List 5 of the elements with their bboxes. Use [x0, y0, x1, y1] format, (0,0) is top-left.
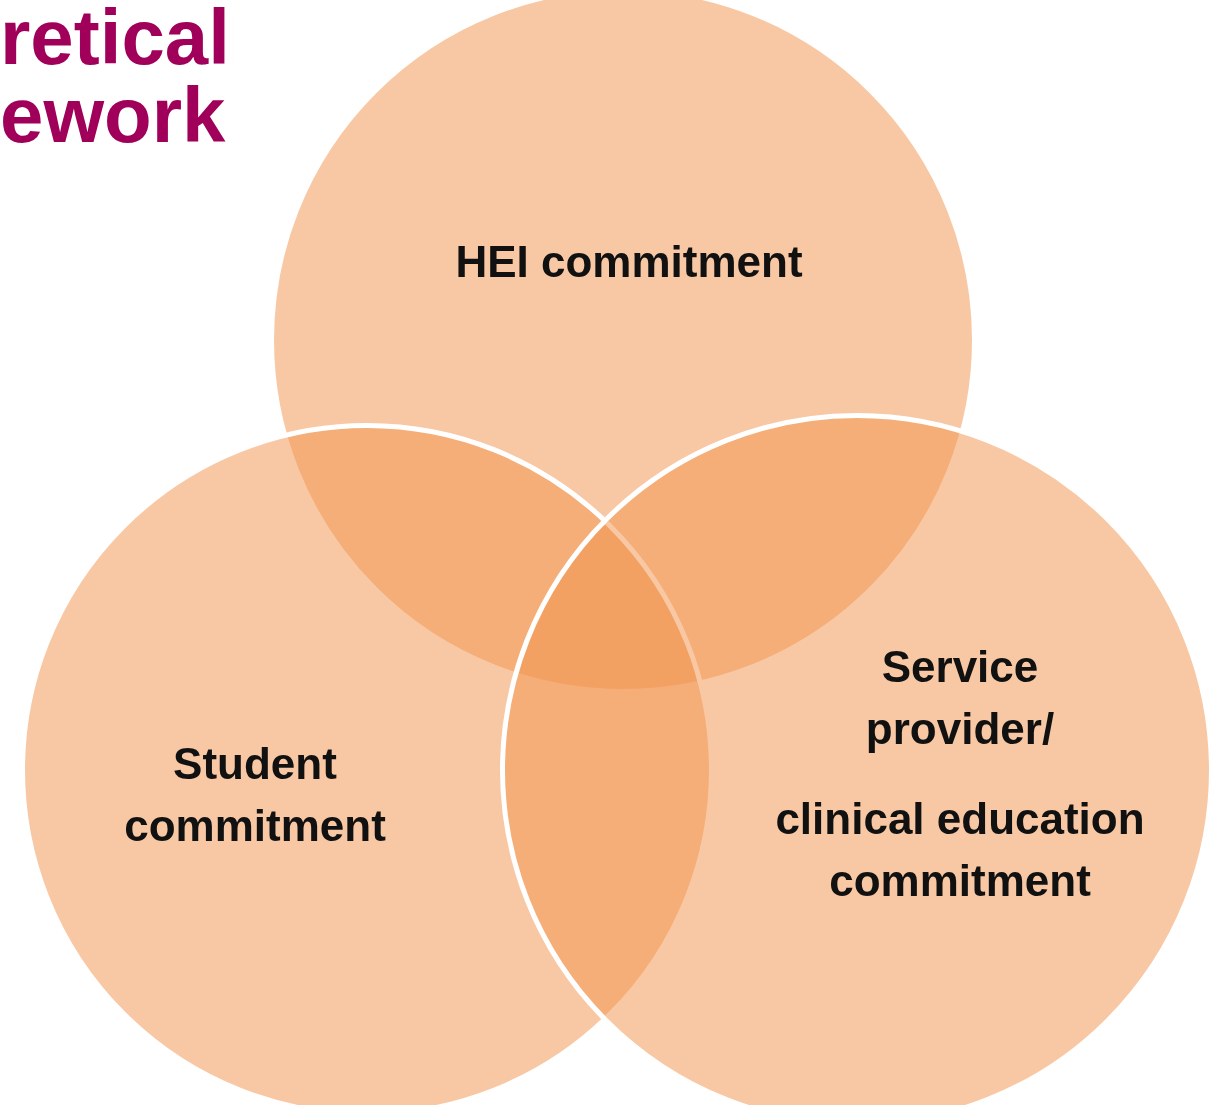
circle-label: HEI commitment	[454, 236, 804, 288]
slide-title: retical ework	[0, 0, 231, 154]
circle-label: Student commitment	[123, 738, 387, 852]
circle-label: Service provider/	[864, 641, 1056, 755]
circle-label: clinical education commitment	[774, 793, 1146, 907]
